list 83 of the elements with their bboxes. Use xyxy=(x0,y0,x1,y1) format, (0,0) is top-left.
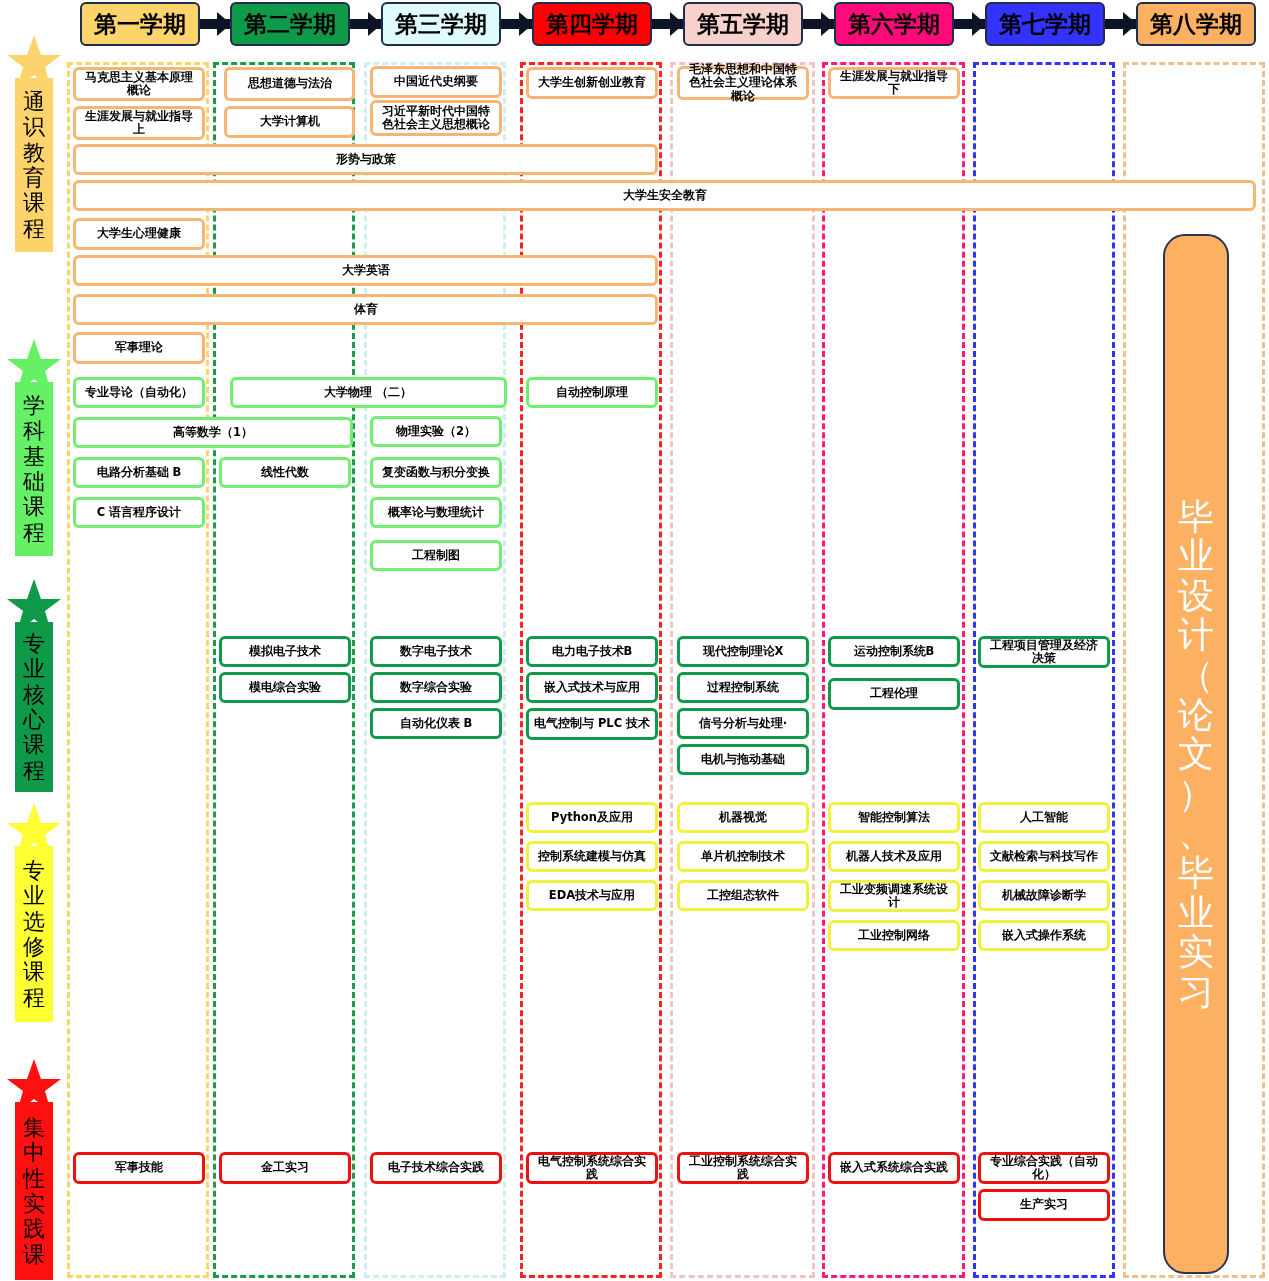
course-box: 专业导论（自动化） xyxy=(73,377,205,408)
course-box: 军事技能 xyxy=(73,1152,205,1184)
course-box: 过程控制系统 xyxy=(677,672,809,703)
semester-box: 第五学期 xyxy=(683,2,803,46)
course-box: 嵌入式操作系统 xyxy=(978,920,1110,951)
course-box: 文献检索与科技写作 xyxy=(978,841,1110,872)
course-box: 模拟电子技术 xyxy=(219,636,351,667)
course-box: 概率论与数理统计 xyxy=(370,497,502,528)
category-banner: 集中性实践课 xyxy=(15,1102,53,1280)
course-box: 现代控制理论X xyxy=(677,636,809,667)
course-box: 运动控制系统B xyxy=(828,636,960,667)
semester-box: 第七学期 xyxy=(985,2,1105,46)
course-box: 高等数学（1） xyxy=(73,417,353,448)
course-box: 数字综合实验 xyxy=(370,672,502,703)
course-box: 马克思主义基本原理概论 xyxy=(73,67,205,101)
course-box: 工程项目管理及经济决策 xyxy=(978,636,1110,668)
course-box: 模电综合实验 xyxy=(219,672,351,703)
course-box: 电子技术综合实践 xyxy=(370,1152,502,1184)
semester-box: 第三学期 xyxy=(381,2,501,46)
course-box: 自动控制原理 xyxy=(526,377,658,408)
course-box: 生产实习 xyxy=(978,1189,1110,1221)
course-box: 大学计算机 xyxy=(224,106,355,138)
course-box: 机器视觉 xyxy=(677,802,809,833)
course-box: 物理实验（2） xyxy=(370,416,502,447)
arrow xyxy=(200,12,231,36)
arrow xyxy=(954,12,986,36)
course-box: 工业控制系统综合实践 xyxy=(677,1152,809,1184)
arrow xyxy=(652,12,684,36)
course-box: 机器人技术及应用 xyxy=(828,841,960,872)
course-box: 工业控制网络 xyxy=(828,920,960,951)
semester-box: 第八学期 xyxy=(1136,2,1256,46)
course-box: 大学生安全教育 xyxy=(73,180,1256,211)
graduation-bar: 毕业设计（论文）、毕业实习 xyxy=(1163,234,1229,1274)
course-box: 专业综合实践（自动化） xyxy=(978,1152,1110,1184)
course-box: 工控组态软件 xyxy=(677,880,809,911)
arrow xyxy=(350,12,382,36)
course-box: 工业变频调速系统设计 xyxy=(828,880,960,912)
course-box: 电气控制系统综合实践 xyxy=(526,1152,658,1184)
course-box: 生涯发展与就业指导上 xyxy=(73,106,205,140)
category-banner: 通识教育课程 xyxy=(15,78,53,252)
course-box: EDA技术与应用 xyxy=(526,880,658,911)
course-box: 思想道德与法治 xyxy=(224,67,355,101)
course-box: 单片机控制技术 xyxy=(677,841,809,872)
arrow xyxy=(803,12,835,36)
course-box: 电机与拖动基础 xyxy=(677,744,809,775)
course-box: 工程制图 xyxy=(370,540,502,571)
course-box: 大学生创新创业教育 xyxy=(526,67,658,99)
course-box: 数字电子技术 xyxy=(370,636,502,667)
course-box: 嵌入式系统综合实践 xyxy=(828,1152,960,1184)
course-box: Python及应用 xyxy=(526,802,658,833)
course-box: 人工智能 xyxy=(978,802,1110,833)
course-box: 智能控制算法 xyxy=(828,802,960,833)
course-box: 习近平新时代中国特色社会主义思想概论 xyxy=(370,100,502,136)
semester-box: 第二学期 xyxy=(230,2,350,46)
course-box: 嵌入式技术与应用 xyxy=(526,672,658,703)
course-box: 自动化仪表 B xyxy=(370,708,502,739)
course-box: 形势与政策 xyxy=(73,144,658,175)
course-box: 线性代数 xyxy=(219,457,351,488)
semester-box: 第六学期 xyxy=(834,2,954,46)
category-banner: 学科基础课程 xyxy=(15,382,53,556)
semester-box: 第一学期 xyxy=(80,2,200,46)
course-box: 信号分析与处理· xyxy=(677,708,809,739)
course-box: 中国近代史纲要 xyxy=(370,66,502,98)
course-box: 电气控制与 PLC 技术 xyxy=(526,708,658,740)
arrow xyxy=(501,12,533,36)
course-box: 控制系统建模与仿真 xyxy=(526,841,658,872)
category-banner: 专业核心课程 xyxy=(15,622,53,792)
course-box: 大学生心理健康 xyxy=(73,218,205,250)
semester-box: 第四学期 xyxy=(532,2,652,46)
course-box: C 语言程序设计 xyxy=(73,497,205,528)
course-box: 军事理论 xyxy=(73,332,205,364)
course-box: 大学英语 xyxy=(73,255,658,286)
category-banner: 专业选修课程 xyxy=(15,846,53,1022)
course-box: 机械故障诊断学 xyxy=(978,880,1110,911)
course-box: 体育 xyxy=(73,294,658,325)
course-box: 电力电子技术B xyxy=(526,636,658,667)
course-box: 生涯发展与就业指导下 xyxy=(828,67,960,99)
course-box: 大学物理 （二） xyxy=(230,377,507,408)
course-box: 电路分析基础 B xyxy=(73,457,205,488)
arrow xyxy=(1105,12,1137,36)
course-box: 金工实习 xyxy=(219,1152,351,1184)
course-box: 工程伦理 xyxy=(828,678,960,710)
course-box: 复变函数与积分变换 xyxy=(370,457,502,488)
